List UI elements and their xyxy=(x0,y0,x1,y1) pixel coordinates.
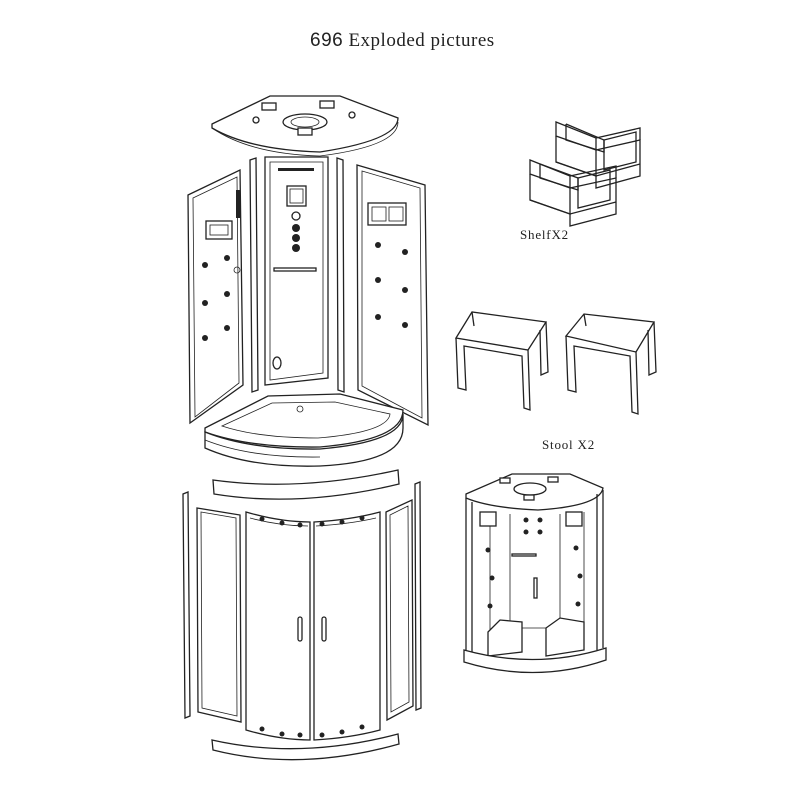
left-back-panel xyxy=(187,168,244,425)
diagram-title: 696 Exploded pictures xyxy=(310,30,495,52)
right-back-panel xyxy=(356,164,429,427)
stool-right xyxy=(564,313,657,415)
left-strip xyxy=(249,157,259,393)
shelf-label: ShelfX2 xyxy=(520,227,569,242)
stool-left xyxy=(454,311,549,411)
ceiling-cap xyxy=(211,95,399,157)
shelf-lower xyxy=(529,159,617,227)
bottom-curved-rail xyxy=(211,733,400,761)
top-curved-rail xyxy=(212,469,400,500)
title-text: Exploded pictures xyxy=(348,30,495,51)
center-back-panel xyxy=(264,156,329,386)
curved-doors xyxy=(245,511,381,741)
right-fixed-glass xyxy=(385,481,422,722)
shelf-upper xyxy=(555,121,641,189)
shower-tray xyxy=(204,393,404,467)
assembled-cabin xyxy=(463,473,607,674)
right-strip xyxy=(336,157,345,393)
model-number: 696 xyxy=(310,30,344,51)
stool-label: Stool X2 xyxy=(542,437,595,452)
left-fixed-glass xyxy=(182,491,242,723)
